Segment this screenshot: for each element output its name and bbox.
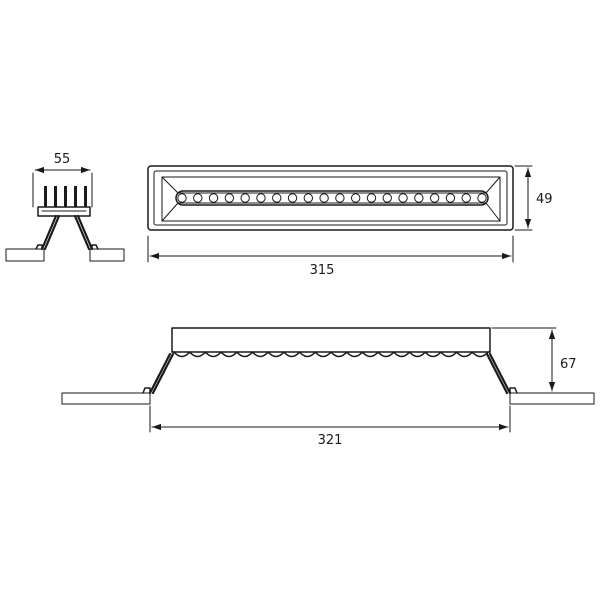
led-strip xyxy=(175,190,489,206)
led xyxy=(303,193,314,203)
section-ceiling-left xyxy=(61,392,151,405)
ceiling-left xyxy=(5,248,45,262)
dim-label-321: 321 xyxy=(318,433,343,448)
section-ceiling-right xyxy=(509,392,595,405)
dim-label-55: 55 xyxy=(54,152,71,167)
led xyxy=(335,193,345,203)
heatsink-fin xyxy=(74,186,77,207)
led xyxy=(208,193,219,203)
led xyxy=(287,193,298,203)
led xyxy=(350,193,361,203)
heatsink-fin xyxy=(54,186,57,207)
heatsink-fin xyxy=(64,186,67,207)
led xyxy=(398,193,408,203)
led xyxy=(477,193,487,203)
led xyxy=(366,193,377,203)
section-right-wall xyxy=(485,352,512,395)
led xyxy=(256,193,266,203)
section-left-wall xyxy=(148,352,175,395)
housing-right-wall xyxy=(73,214,94,251)
led xyxy=(272,193,282,203)
heatsink-fin xyxy=(44,186,47,207)
front-inner-frame xyxy=(153,170,508,226)
section-reflector-wave xyxy=(171,351,491,358)
led-row xyxy=(177,193,487,203)
side-view: 55 xyxy=(5,152,125,262)
led xyxy=(319,193,329,203)
ceiling-right xyxy=(89,248,125,262)
dim-label-49: 49 xyxy=(536,192,553,207)
section-housing xyxy=(171,327,491,353)
front-view: 49 315 xyxy=(147,165,553,278)
installed-section-view: 67 321 xyxy=(61,327,595,448)
led xyxy=(240,193,250,203)
led xyxy=(414,193,424,203)
dim-label-67: 67 xyxy=(560,357,577,372)
led xyxy=(429,193,440,203)
led xyxy=(224,193,235,203)
heatsink-fin xyxy=(84,186,87,207)
led xyxy=(193,193,203,203)
led xyxy=(382,193,392,203)
reflector-outline xyxy=(161,176,501,222)
led xyxy=(177,193,187,203)
front-outer-frame xyxy=(147,165,514,231)
dim-label-315: 315 xyxy=(310,263,335,278)
housing-left-wall xyxy=(40,214,61,251)
heatsink-fins xyxy=(44,186,87,207)
led xyxy=(445,193,456,203)
led xyxy=(461,193,471,203)
